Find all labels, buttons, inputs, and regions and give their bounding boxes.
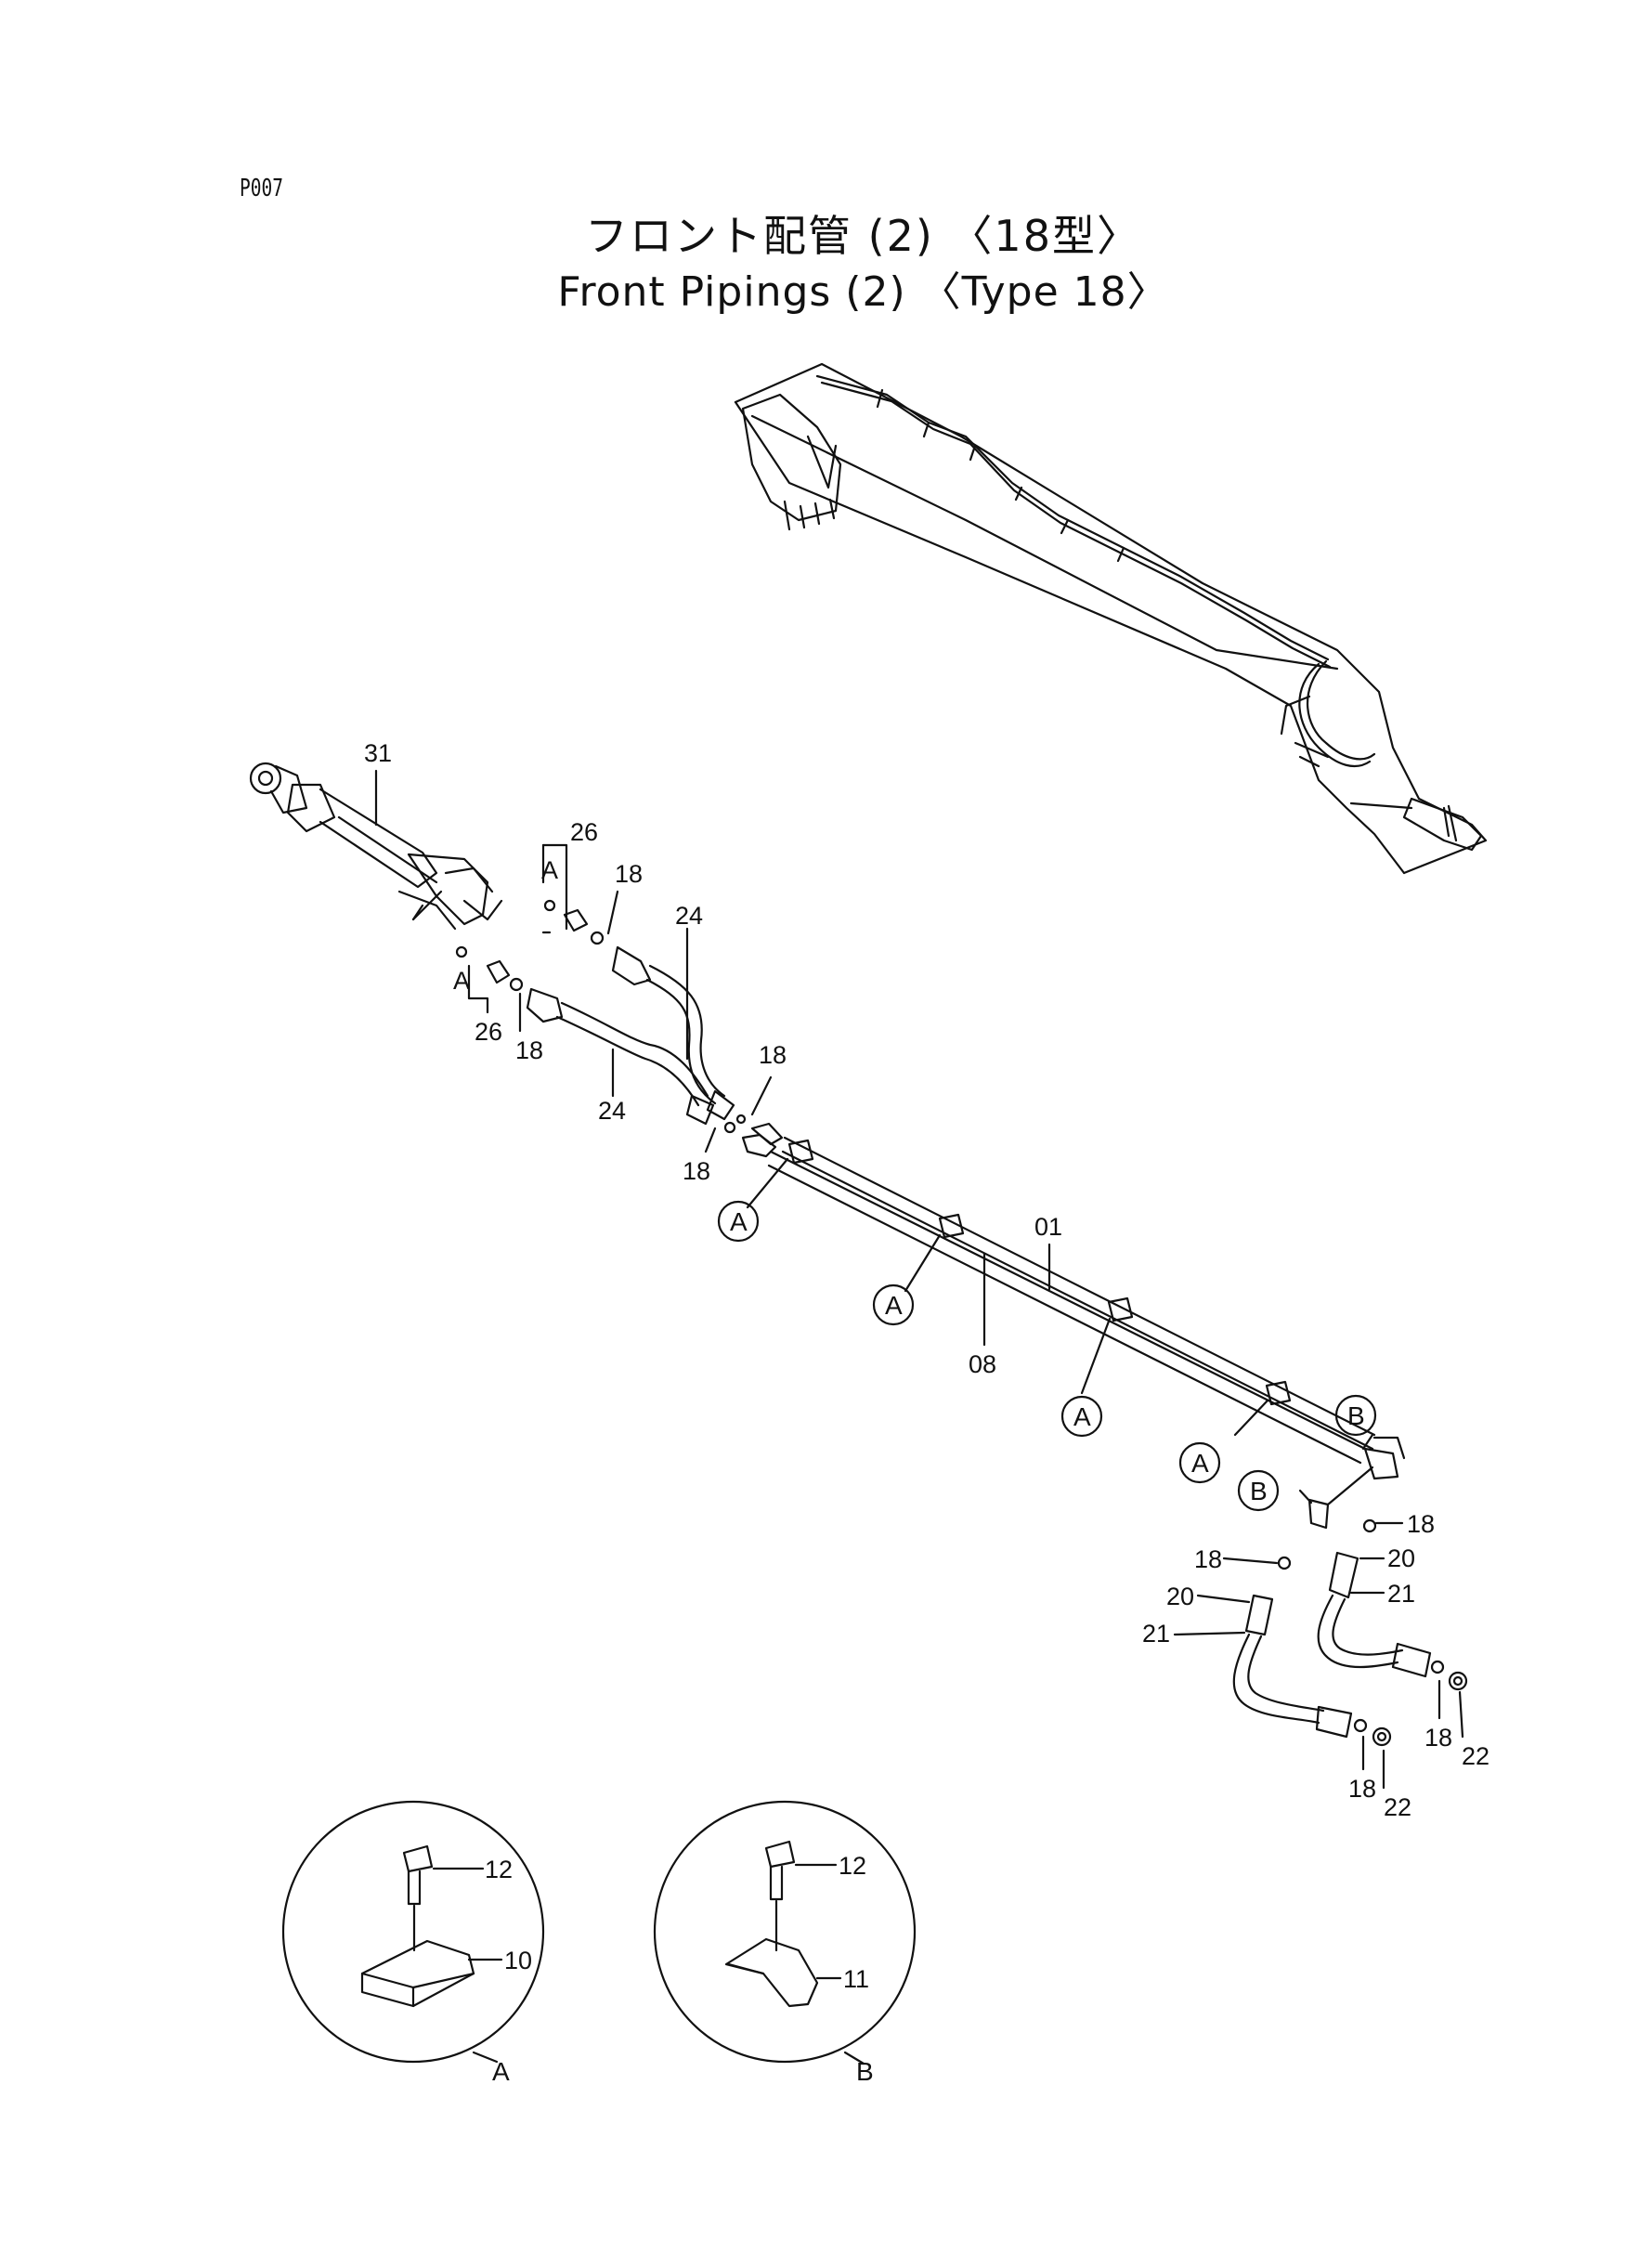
title-japanese: フロント配管 (2) 〈18型〉 (585, 211, 1141, 261)
label-18-right: 18 (1407, 1510, 1435, 1538)
callout-b-2 (1237, 1469, 1280, 1512)
lower-hose-left (1232, 1556, 1392, 1747)
label-a-upper: A (541, 856, 558, 884)
callout-a-1 (717, 1200, 760, 1243)
label-10: 10 (504, 1947, 532, 1974)
callout-b-1 (1334, 1394, 1377, 1437)
lower-hose-right (1317, 1518, 1468, 1691)
callout-a-3 (1060, 1395, 1103, 1438)
label-18-left: 18 (1194, 1545, 1222, 1573)
label-26-upper: 26 (570, 818, 598, 846)
hose-24-upper (611, 945, 735, 1121)
detail-a-label: A (492, 2057, 510, 2086)
excavator-overview-drawing (734, 362, 1488, 875)
callout-b-2-text: B (1250, 1477, 1268, 1505)
fittings-lower (455, 945, 524, 992)
detail-b-label: B (856, 2057, 874, 2086)
callout-a-2-text: A (885, 1291, 903, 1320)
callout-a-3-text: A (1073, 1402, 1091, 1431)
label-24-upper: 24 (675, 902, 703, 930)
label-20-left: 20 (1166, 1583, 1194, 1610)
callout-a-2 (872, 1283, 915, 1326)
label-21-right: 21 (1387, 1580, 1415, 1608)
label-24-lower: 24 (598, 1097, 626, 1125)
label-20-right: 20 (1387, 1544, 1415, 1572)
label-31: 31 (364, 739, 392, 767)
title-english: Front Pipings (2) 〈Type 18〉 (557, 268, 1169, 316)
label-11: 11 (843, 1965, 869, 1993)
label-22-right: 22 (1462, 1742, 1489, 1770)
label-18-end-right: 18 (1424, 1724, 1452, 1752)
main-pipes (741, 1122, 1406, 1530)
page-code: P007 (240, 175, 283, 202)
label-01: 01 (1034, 1213, 1062, 1241)
label-12-detail-b: 12 (839, 1852, 866, 1880)
label-12-detail-a: 12 (485, 1856, 513, 1883)
label-08: 08 (969, 1350, 996, 1378)
label-18-end-left: 18 (1348, 1775, 1376, 1803)
label-21-left: 21 (1142, 1620, 1170, 1648)
label-18-pipe-bottom: 18 (683, 1157, 710, 1185)
hose-24-lower (526, 987, 715, 1126)
detail-view-a (281, 1800, 545, 2064)
label-18-pipe-top: 18 (759, 1041, 787, 1069)
label-18-lower: 18 (515, 1036, 543, 1064)
label-18-upper: 18 (615, 860, 643, 888)
callout-a-4 (1178, 1441, 1221, 1484)
detail-view-b (653, 1800, 917, 2065)
callout-a-4-text: A (1191, 1449, 1209, 1478)
fittings-upper (541, 899, 605, 945)
label-26-lower: 26 (475, 1018, 502, 1046)
label-22-left: 22 (1384, 1793, 1411, 1821)
callout-a-1-text: A (730, 1207, 748, 1236)
callout-b-1-text: B (1347, 1401, 1365, 1430)
label-a-lower: A (453, 967, 470, 995)
